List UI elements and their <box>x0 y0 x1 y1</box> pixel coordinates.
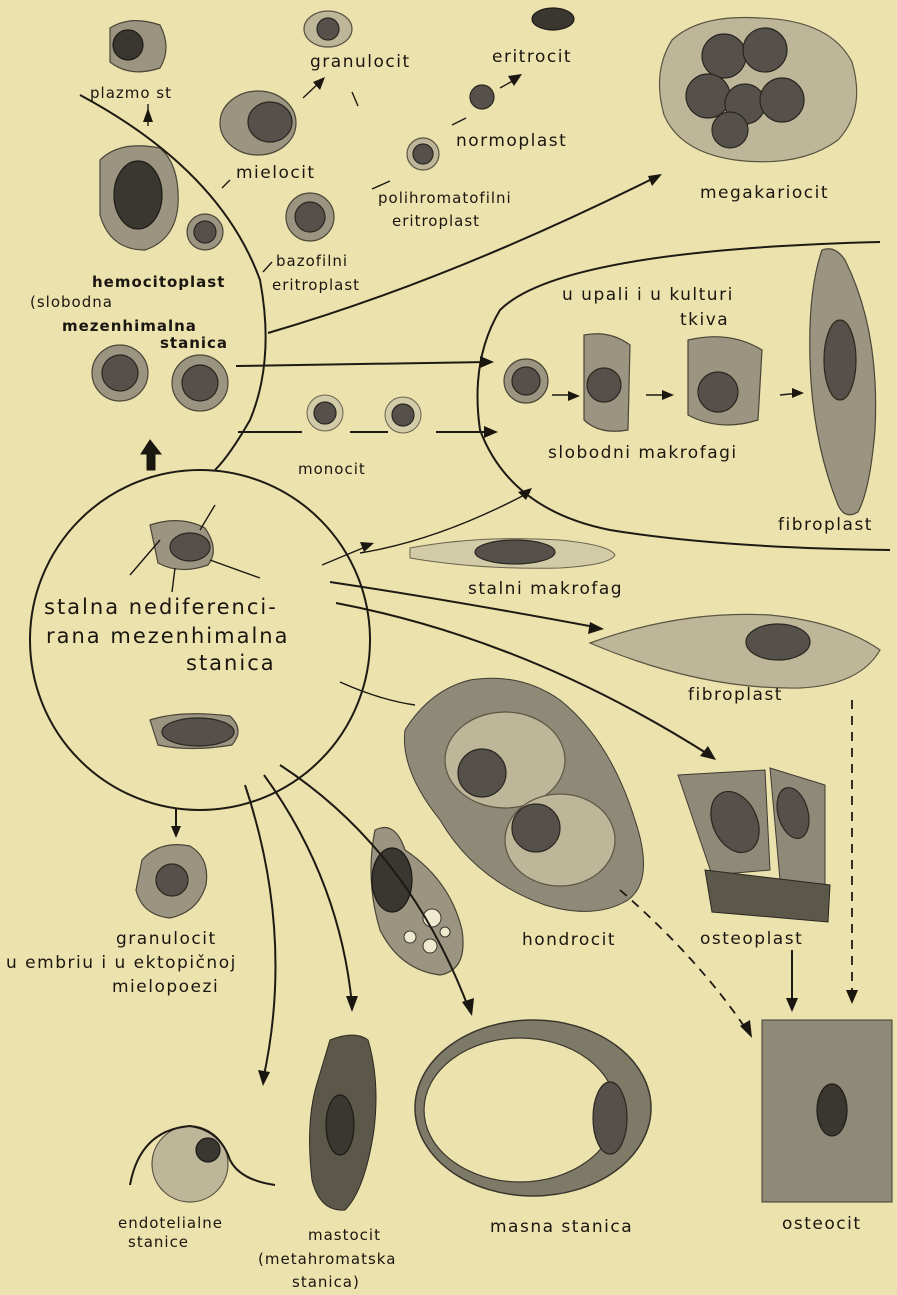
vacuolated-cell <box>371 828 463 976</box>
label-bazofilni-2: eritroplast <box>272 276 360 294</box>
label-polihromatofilni-1: polihromatofilni <box>378 189 512 207</box>
label-hondrocit: hondrocit <box>522 930 616 950</box>
granulocit-embrio-cell <box>136 845 207 918</box>
label-mielocit: mielocit <box>236 163 316 183</box>
label-bazofilni-1: bazofilni <box>276 252 348 270</box>
label-plazmocit: plazmo st <box>90 84 172 102</box>
hondrocit-cell <box>404 678 643 911</box>
label-mastocit-2: (metahromatska <box>258 1250 396 1268</box>
label-megakariocit: megakariocit <box>700 183 829 203</box>
label-hemocitoplast-2: (slobodna <box>30 293 113 311</box>
label-hemocitoplast-1: hemocitoplast <box>92 273 225 291</box>
label-endotelialne-2: stanice <box>128 1233 189 1251</box>
label-stalna-2: rana mezenhimalna <box>46 624 289 648</box>
stalni-makrofag-cell <box>410 539 615 569</box>
label-masna-stanica: masna stanica <box>490 1217 633 1237</box>
label-normoplast: normoplast <box>456 131 567 151</box>
label-upala-2: tkiva <box>680 310 729 330</box>
label-mastocit-3: stanica) <box>292 1273 360 1291</box>
label-hemocitoplast-3: mezenhimalna <box>62 317 197 335</box>
label-monocit: monocit <box>298 460 366 478</box>
osteoplast-cell <box>678 768 830 922</box>
label-stalna-3: stanica <box>186 651 276 675</box>
monocit-cells <box>307 395 421 433</box>
label-fibroplast-top: fibroplast <box>778 515 873 535</box>
endotelialne-cell <box>130 1126 275 1202</box>
label-granulocit-embrio-1: granulocit <box>116 929 217 949</box>
label-endotelialne-1: endotelialne <box>118 1214 223 1232</box>
label-hemocitoplast-4: stanica <box>160 334 228 352</box>
label-granulocit-embrio-2: u embriu i u ektopičnoj <box>6 953 237 973</box>
megakariocit-cell <box>660 17 857 161</box>
osteocit-cell <box>762 1020 892 1202</box>
mastocit-cell <box>310 1035 376 1210</box>
fibroplast-mid-cell <box>590 614 880 688</box>
label-upala-1: u upali i u kulturi <box>562 285 734 305</box>
label-stalna-1: stalna nediferenci- <box>44 595 278 619</box>
slobodni-makrofagi-cells <box>504 334 762 432</box>
label-fibroplast-mid: fibroplast <box>688 685 783 705</box>
label-slobodni-makrofagi: slobodni makrofagi <box>548 443 738 463</box>
label-eritrocit: eritrocit <box>492 47 572 67</box>
label-granulocit-embrio-3: mielopoezi <box>112 977 219 997</box>
label-osteocit: osteocit <box>782 1214 862 1234</box>
label-polihromatofilni-2: eritroplast <box>392 212 480 230</box>
label-mastocit-1: mastocit <box>308 1226 381 1244</box>
label-stalni-makrofag: stalni makrofag <box>468 579 623 599</box>
label-granulocit: granulocit <box>310 52 411 72</box>
fibroplast-top-cell <box>810 249 876 515</box>
label-osteoplast: osteoplast <box>700 929 803 949</box>
masna-stanica-cell <box>415 1020 651 1196</box>
